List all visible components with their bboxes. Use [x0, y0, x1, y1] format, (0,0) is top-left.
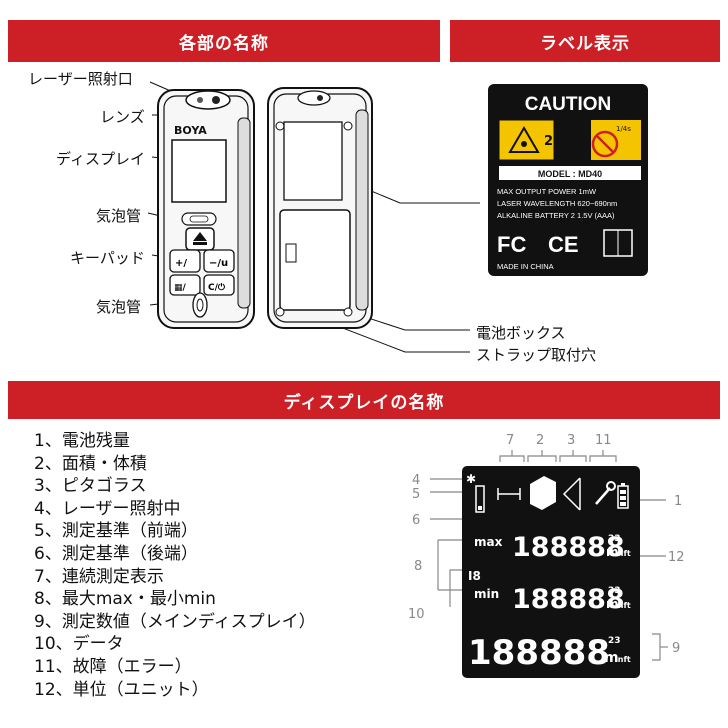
- key-plus: +/: [175, 258, 187, 269]
- key-func: ▦/: [174, 283, 187, 293]
- list-item: 7、連続測定表示: [34, 566, 164, 587]
- max-unit-inft: inft: [615, 549, 631, 558]
- data-label: I8: [468, 569, 481, 583]
- no-eye-exposure-icon: [591, 130, 619, 158]
- reference-icon: [475, 485, 485, 513]
- error-icon: [595, 487, 611, 505]
- max-label: max: [474, 535, 503, 549]
- label-model: MODEL : MD40: [538, 169, 602, 179]
- laser-on-icon: ✱: [466, 472, 476, 486]
- list-item: 5、測定基準（前端）: [34, 521, 198, 542]
- callout-strap-hole: ストラップ取付穴: [476, 346, 597, 364]
- lcd-callout-7: 7: [506, 433, 514, 448]
- max-digits: 188888: [512, 532, 625, 563]
- list-item: 8、最大max・最小min: [34, 589, 216, 610]
- lcd-callout-10: 10: [408, 607, 425, 622]
- laser-warning-icon: [508, 126, 540, 153]
- ce-mark: CE: [548, 232, 579, 257]
- min-label: min: [474, 587, 499, 601]
- area-volume-icon: [530, 476, 556, 510]
- display-names-banner: ディスプレイの名称: [8, 381, 720, 419]
- caution-label: CAUTION 2 1/4s MODEL : MD40 MAX OUTPUT P…: [488, 84, 648, 276]
- lcd-callout-12: 12: [668, 550, 685, 565]
- lcd-callout-5: 5: [412, 487, 420, 502]
- spec-line-1: MAX OUTPUT POWER 1mW: [497, 187, 597, 196]
- list-item: 2、面積・体積: [34, 453, 147, 474]
- min-exponent: 23: [608, 586, 621, 596]
- list-item: 6、測定基準（後端）: [34, 543, 198, 564]
- fc-mark: FC: [497, 232, 526, 257]
- list-item: 4、レーザー照射中: [34, 498, 181, 519]
- lcd-diagram: 1 2 3 4 5 6 7 8 9 10 11 12 ✱: [408, 433, 685, 678]
- pythagoras-icon: [562, 477, 581, 511]
- spec-line-2: LASER WAVELENGTH 620~690nm: [497, 199, 617, 208]
- lcd-callout-9: 9: [672, 641, 680, 656]
- callout-bubble-level-top: 気泡管: [96, 207, 142, 225]
- made-in: MADE IN CHINA: [497, 262, 554, 271]
- lcd-callout-6: 6: [412, 513, 420, 528]
- key-c: C/⏻: [208, 282, 226, 293]
- label-title: CAUTION: [525, 94, 612, 115]
- callout-lens: レンズ: [100, 108, 145, 126]
- lcd-callout-2: 2: [536, 433, 544, 448]
- brand-text: BOYA: [174, 124, 207, 137]
- lcd-panel: [462, 466, 640, 678]
- main-digits: 188888: [468, 633, 610, 673]
- warning-mark: 1/4s: [616, 125, 631, 133]
- callout-laser-aperture: レーザー照射口: [28, 70, 133, 88]
- lcd-callout-1: 1: [674, 494, 682, 509]
- front-device: BOYA +/ −/u ▦/ C/⏻: [157, 89, 255, 329]
- list-item: 1、電池残量: [34, 431, 130, 451]
- max-unit-m: m: [606, 545, 619, 559]
- min-unit-m: m: [606, 597, 619, 611]
- main-exponent: 23: [608, 636, 621, 646]
- lcd-callout-4: 4: [412, 473, 420, 488]
- lcd-callout-3: 3: [567, 433, 575, 448]
- list-item: 3、ピタゴラス: [34, 476, 147, 497]
- min-digits: 188888: [512, 584, 625, 615]
- max-exponent: 23: [608, 534, 621, 544]
- main-unit-m: m: [604, 650, 619, 666]
- key-minus: −/u: [209, 258, 228, 269]
- lcd-callout-11: 11: [595, 433, 612, 448]
- display-names-list: 1、電池残量 2、面積・体積 3、ピタゴラス 4、レーザー照射中 5、測定基準（…: [34, 430, 316, 701]
- min-unit-inft: inft: [615, 601, 631, 610]
- callout-display: ディスプレイ: [56, 150, 145, 168]
- part-names-banner: 各部の名称: [8, 20, 440, 62]
- label-display-banner: ラベル表示: [450, 20, 720, 62]
- back-device: [267, 87, 373, 329]
- list-item: 12、単位（ユニット）: [34, 679, 209, 700]
- device-illustration: BOYA +/ −/u ▦/ C/⏻ CAUTION: [147, 81, 648, 353]
- list-item: 11、故障（エラー）: [34, 656, 192, 677]
- list-item: 9、測定数値（メインディスプレイ）: [34, 611, 316, 632]
- callout-keypad: キーパッド: [70, 249, 145, 267]
- main-unit-inft: inft: [615, 655, 631, 664]
- lcd-callout-8: 8: [414, 559, 422, 574]
- list-item: 10、データ: [34, 634, 124, 655]
- callout-bubble-level-bottom: 気泡管: [96, 298, 142, 316]
- laser-class: 2: [544, 134, 553, 149]
- spec-line-3: ALKALINE BATTERY 2 1.5V (AAA): [497, 211, 615, 220]
- callout-battery-box: 電池ボックス: [476, 324, 566, 342]
